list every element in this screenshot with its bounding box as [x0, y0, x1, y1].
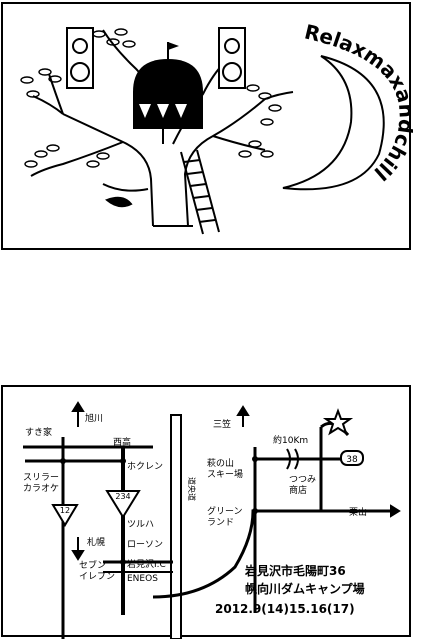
- label-iwamizawa-ic: 岩見沢I.C: [127, 558, 166, 570]
- label-slurry-karaoke: スリラー カラオケ: [23, 473, 60, 494]
- address-line-2: 幌向川ダムキャンプ場: [245, 582, 365, 596]
- label-asahikawa: 旭川: [85, 412, 103, 424]
- card-back: 12 234 38 すき家 旭川 西高 ホクレン 札: [1, 385, 411, 639]
- route-38-shield: 38: [340, 450, 364, 466]
- map: 12 234 38 すき家 旭川 西高 ホクレン 札: [23, 401, 401, 639]
- route-234-shield: 234: [105, 490, 141, 519]
- svg-text:12: 12: [60, 506, 70, 515]
- label-eneos: ENEOS: [127, 574, 158, 584]
- label-highway: 道央道: [187, 477, 197, 501]
- destination-star-icon: [322, 408, 354, 436]
- map-markers: [60, 456, 258, 565]
- label-lawson: ローソン: [127, 540, 163, 550]
- label-10km: 約10Km: [273, 434, 308, 446]
- route-12-shield: 12: [51, 504, 79, 527]
- svg-text:234: 234: [115, 492, 130, 501]
- north-arrow-icon: [71, 401, 85, 427]
- label-tsutsumi: つつみ 商店: [289, 475, 317, 496]
- address-line-1: 岩見沢市毛陽町36: [245, 564, 346, 578]
- right-arrow-kuriyama-icon: [373, 504, 401, 518]
- label-tsuruha: ツルハ: [127, 520, 154, 530]
- down-arrow-sapporo-icon: [71, 537, 85, 561]
- label-hokuren: ホクレン: [127, 461, 163, 472]
- label-sapporo: 札幌: [87, 536, 105, 548]
- label-sukiya: すき家: [25, 426, 52, 438]
- label-mikasa: 三笠: [213, 418, 231, 430]
- event-dates: 2012.9(14)15.16(17): [215, 602, 355, 616]
- front-illustration: Relaxmaxandchill: [20, 19, 413, 235]
- tent-icon: [133, 42, 203, 129]
- crescent-moon-icon: [282, 55, 385, 191]
- expressway: [170, 414, 182, 639]
- ladder-icon: [180, 149, 220, 235]
- speaker-right-icon: [218, 27, 246, 89]
- label-green-land: グリーン ランド: [207, 507, 243, 528]
- up-arrow-mikasa-icon: [236, 405, 250, 427]
- label-hagino-yama: 萩の山 スキー場: [207, 459, 244, 480]
- label-seven-eleven: セブン イレブン: [79, 561, 116, 582]
- label-kuriyama: 栗山: [349, 507, 367, 518]
- svg-text:38: 38: [346, 455, 358, 465]
- speaker-left-icon: [66, 27, 94, 89]
- label-nishitaka: 西高: [113, 436, 131, 448]
- card-front: Relaxmaxandchill: [1, 2, 413, 250]
